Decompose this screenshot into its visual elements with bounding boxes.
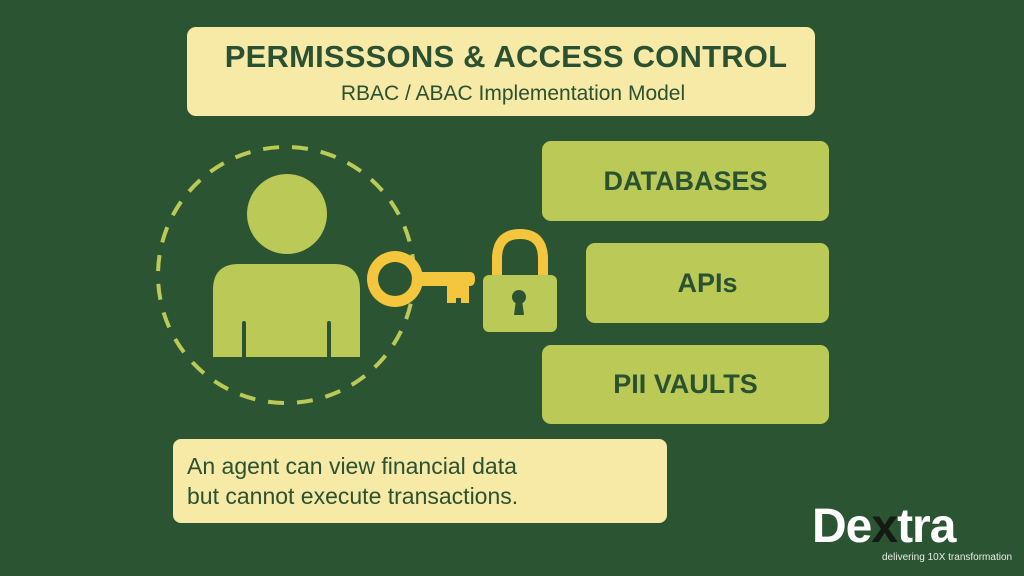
- padlock-icon: [483, 228, 557, 332]
- person-icon: [213, 174, 360, 357]
- resource-databases-label: DATABASES: [603, 165, 768, 196]
- key-icon: [366, 251, 475, 307]
- brand-name-part: tra: [897, 500, 956, 553]
- resource-databases: DATABASES: [542, 141, 829, 221]
- resource-pii-vaults-label: PII VAULTS: [613, 369, 758, 399]
- brand-name: Dextra: [812, 502, 1012, 552]
- resource-pii-vaults: PII VAULTS: [542, 345, 829, 424]
- title-banner: PERMISSSONS & ACCESS CONTROL RBAC / ABAC…: [187, 27, 815, 116]
- brand-tagline: delivering 10X transformation: [882, 552, 1013, 563]
- page-subtitle: RBAC / ABAC Implementation Model: [340, 82, 686, 105]
- note-line-1: An agent can view financial data: [187, 453, 517, 479]
- example-note: An agent can view financial data but can…: [173, 439, 667, 523]
- brand-logo: Dextra delivering 10X transformation: [812, 502, 1012, 564]
- brand-name-part: De: [812, 500, 872, 553]
- resource-apis-label: APIs: [677, 267, 738, 298]
- brand-name-x: x: [871, 500, 898, 553]
- page-title: PERMISSSONS & ACCESS CONTROL: [224, 39, 788, 74]
- note-line-2: but cannot execute transactions.: [187, 483, 519, 509]
- resource-apis: APIs: [586, 243, 829, 323]
